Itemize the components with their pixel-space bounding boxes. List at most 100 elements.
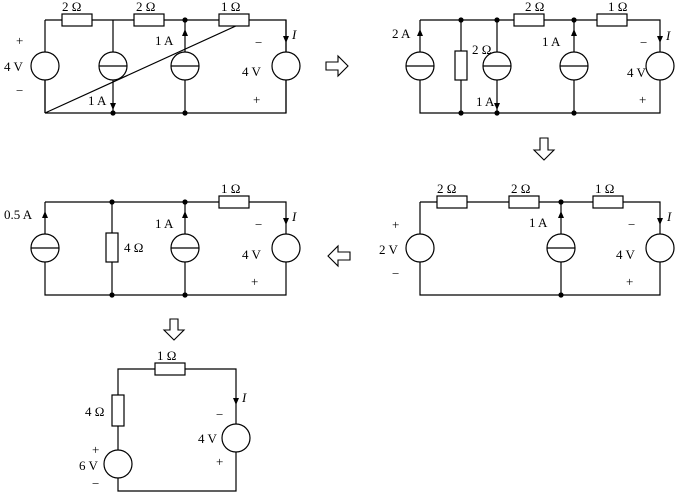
c1-node-top-right [182, 17, 188, 23]
c5-label-r-top: 1 Ω [157, 348, 176, 363]
c1-cs-mid-arrow [110, 103, 116, 110]
c3-node-bottom-shunt [109, 292, 115, 298]
c4-resistor-top-mid [508, 195, 540, 209]
c1-label-current: I [291, 27, 297, 42]
transform-arrow-right [325, 54, 349, 78]
c5-voltage-source-left [103, 449, 133, 479]
c5-resistor-top [154, 362, 186, 376]
c1-resistor-top-right [218, 13, 250, 27]
c4-cs-mid-arrow [558, 211, 564, 218]
c2-node-bottom-shunt [458, 110, 464, 116]
c3-label-vs-right-minus: − [255, 217, 262, 232]
c2-node-bottom-right [571, 110, 577, 116]
c3-resistor-shunt [105, 232, 119, 263]
c2-label-vs-right-minus: − [640, 35, 647, 50]
c1-node-bottom-right [182, 110, 188, 116]
c3-label-current: I [291, 209, 297, 224]
c3-current-arrow [283, 218, 289, 225]
c3-label-vs-right-plus: + [251, 274, 258, 289]
c1-label-cs-right: 1 A [155, 33, 174, 48]
c1-voltage-source-right [271, 51, 301, 81]
c3-cs-mid-arrow [182, 211, 188, 218]
c1-label-r-top-right: 1 Ω [221, 0, 240, 14]
c2-label-vs-right-plus: + [639, 92, 646, 107]
c2-resistor-shunt [454, 50, 468, 81]
c4-label-cs-mid: 1 A [529, 215, 548, 230]
c3-voltage-source-right [271, 233, 301, 263]
c2-resistor-top-mid [513, 13, 545, 27]
c3-cs-left-arrow [42, 211, 48, 218]
c5-label-current: I [241, 390, 247, 405]
circuit-3: 0.5 A 4 Ω 1 A 1 Ω − 4 V + I [4, 181, 301, 298]
c2-node-top-shunt [458, 17, 464, 23]
c4-current-arrow [657, 218, 663, 225]
c4-label-vs-right-minus: − [628, 217, 635, 232]
circuit-5: 1 Ω 4 Ω + 6 V − − 4 V + I [79, 348, 251, 492]
c4-voltage-source-left [405, 233, 435, 263]
c4-label-vs-left-minus: − [392, 266, 399, 281]
c1-label-r-top-left: 2 Ω [62, 0, 81, 14]
c5-label-vs-left-minus: − [92, 476, 99, 491]
transform-arrow-down-right [532, 137, 556, 161]
c5-label-vs-left-value: 6 V [79, 458, 99, 473]
c3-label-vs-right-value: 4 V [242, 247, 262, 262]
c1-label-vs-left-value: 4 V [4, 59, 24, 74]
c5-voltage-source-right [221, 423, 251, 453]
c2-cs-right-arrow [571, 29, 577, 36]
c1-node-bottom-mid [110, 110, 116, 116]
c4-label-r-top-left: 2 Ω [437, 181, 456, 196]
c3-node-bottom-mid [182, 292, 188, 298]
c1-label-r-top-mid: 2 Ω [136, 0, 155, 14]
c2-cs-left-arrow [417, 29, 423, 36]
c2-voltage-source-right [645, 51, 675, 81]
c4-label-vs-left-value: 2 V [379, 242, 399, 257]
c1-cs-right-arrow [182, 29, 188, 36]
c2-label-cs-right: 1 A [542, 34, 561, 49]
c1-voltage-source-left [30, 51, 60, 81]
c3-label-cs-left: 0.5 A [4, 207, 33, 222]
c1-label-vs-left-minus: − [16, 83, 23, 98]
c2-cs-mid-arrow [494, 103, 500, 110]
c3-label-cs-mid: 1 A [155, 216, 174, 231]
c5-label-vs-right-plus: + [216, 454, 223, 469]
c4-label-current: I [666, 209, 672, 224]
c1-label-vs-right-minus: − [255, 35, 262, 50]
c3-wire-frame [44, 201, 287, 296]
c1-label-vs-left-plus: + [16, 33, 23, 48]
c2-node-top-mid [494, 17, 500, 23]
c5-current-arrow [233, 398, 239, 405]
c2-label-cs-left: 2 A [392, 26, 411, 41]
c2-label-cs-mid: 1 A [476, 94, 495, 109]
c2-label-r-shunt: 2 Ω [472, 42, 491, 57]
c3-label-r-shunt: 4 Ω [124, 240, 143, 255]
c5-resistor-left [111, 394, 125, 427]
c4-node-bottom-mid [558, 292, 564, 298]
c3-node-top-mid [182, 199, 188, 205]
c1-resistor-top-mid [133, 13, 165, 27]
c4-label-r-top-right: 1 Ω [595, 181, 614, 196]
circuit-4: 2 Ω 2 Ω 1 Ω + 2 V − 1 A − 4 V + I [379, 181, 675, 298]
c4-resistor-top-right [592, 195, 624, 209]
c2-current-arrow [657, 36, 663, 43]
c2-node-top-right [571, 17, 577, 23]
c3-resistor-top-right [218, 195, 250, 209]
circuit-2: 2 A 2 Ω 1 A 2 Ω 1 Ω 1 A − 4 V + I [392, 0, 675, 116]
c5-label-r-left: 4 Ω [85, 404, 104, 419]
c2-node-bottom-mid [494, 110, 500, 116]
c3-label-r-top-right: 1 Ω [221, 181, 240, 196]
c1-resistor-top-left [61, 13, 93, 27]
c5-label-vs-left-plus: + [92, 442, 99, 457]
c3-node-top-shunt [109, 199, 115, 205]
c4-voltage-source-right [645, 233, 675, 263]
c4-label-r-top-mid: 2 Ω [511, 181, 530, 196]
c1-label-cs-mid: 1 A [88, 93, 107, 108]
c2-label-vs-right-value: 4 V [627, 65, 647, 80]
c4-wire-frame [419, 201, 661, 296]
transform-arrow-left [327, 244, 351, 268]
c1-label-vs-right-value: 4 V [242, 64, 262, 79]
c5-label-vs-right-minus: − [216, 407, 223, 422]
c4-resistor-top-left [436, 195, 468, 209]
c4-node-top-mid [558, 199, 564, 205]
c4-label-vs-left-plus: + [392, 217, 399, 232]
